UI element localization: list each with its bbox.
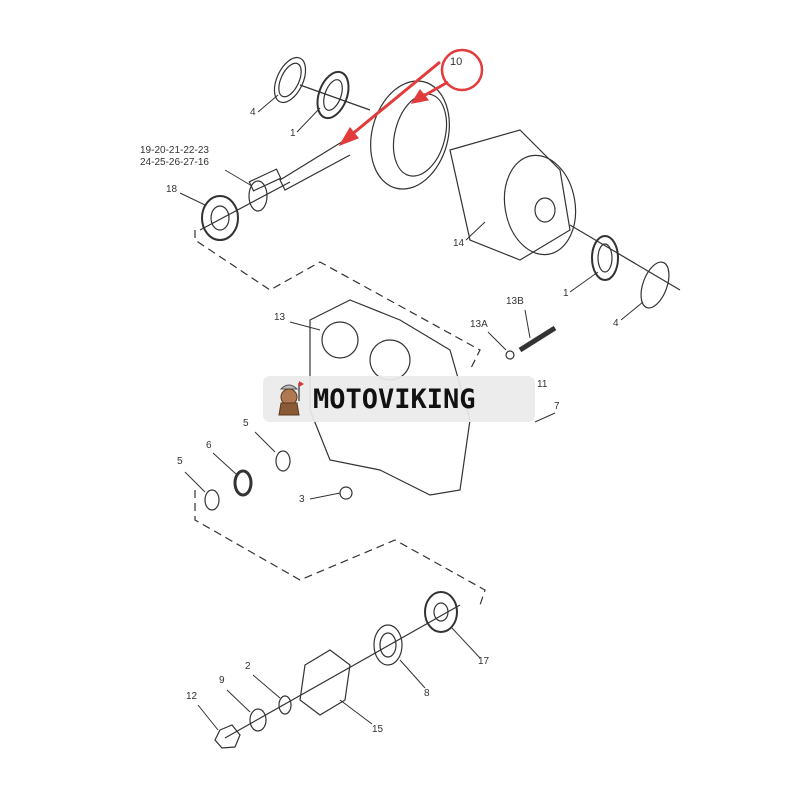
brand-name: MOTOVIKING (313, 383, 476, 415)
highlight-annotation (338, 48, 484, 147)
bolt-13b (518, 325, 557, 353)
o-ring-5b (204, 489, 220, 511)
callout-3: 3 (299, 494, 305, 505)
ring-gear-pinion-10 (248, 80, 450, 192)
callout-14: 14 (453, 238, 465, 249)
dashed-group-line (194, 230, 481, 371)
callout-5: 5 (243, 418, 249, 429)
callout-7: 7 (554, 401, 560, 412)
callout-17: 17 (478, 656, 490, 667)
callout-12: 12 (186, 691, 198, 702)
washer-9 (249, 708, 267, 732)
axis-line (299, 84, 371, 111)
callout-1b: 1 (563, 288, 569, 299)
leader-lines (179, 94, 644, 731)
seal-18 (201, 195, 239, 241)
bearing-cone-1b (591, 235, 619, 281)
callout-24-16: 24-25-26-27-16 (140, 157, 209, 168)
washer (248, 180, 268, 212)
seal-17 (424, 591, 458, 633)
callout-9: 9 (219, 675, 225, 686)
callout-2: 2 (245, 661, 251, 672)
callout-19-23: 19-20-21-22-23 (140, 145, 209, 156)
watermark-banner: MOTOVIKING (263, 376, 535, 422)
callout-1: 1 (290, 128, 296, 139)
callout-13: 13 (274, 312, 286, 323)
viking-logo-icon (278, 381, 304, 416)
callout-6: 6 (206, 440, 212, 451)
dashed-group-line (194, 490, 486, 606)
nut-12 (214, 724, 241, 749)
seal-6 (233, 469, 253, 497)
differential-case-14 (449, 129, 577, 261)
bearing-cone-1 (316, 70, 350, 120)
callout-4: 4 (250, 107, 256, 118)
callout-11: 11 (537, 379, 548, 390)
o-ring-2 (278, 695, 292, 715)
callout-8: 8 (424, 688, 430, 699)
axis-line (224, 604, 461, 739)
deflector-8 (373, 624, 403, 666)
washer-13a (505, 350, 515, 360)
callout-5b: 5 (177, 456, 183, 467)
callout-15: 15 (372, 724, 384, 735)
yoke-15 (299, 649, 351, 716)
callout-10: 10 (450, 56, 463, 68)
plug-3 (339, 486, 353, 500)
bearing-cup-4 (273, 56, 307, 104)
bearing-cup-4b (640, 261, 670, 309)
axis-line (199, 181, 291, 231)
callout-13b: 13B (506, 296, 524, 307)
highlight-circle (440, 48, 484, 92)
axis-line (569, 224, 681, 291)
o-ring-5a (275, 450, 291, 472)
callout-13a: 13A (470, 319, 488, 330)
callout-18: 18 (166, 184, 178, 195)
arrow-to-pinion (344, 60, 441, 142)
callout-4b: 4 (613, 318, 619, 329)
